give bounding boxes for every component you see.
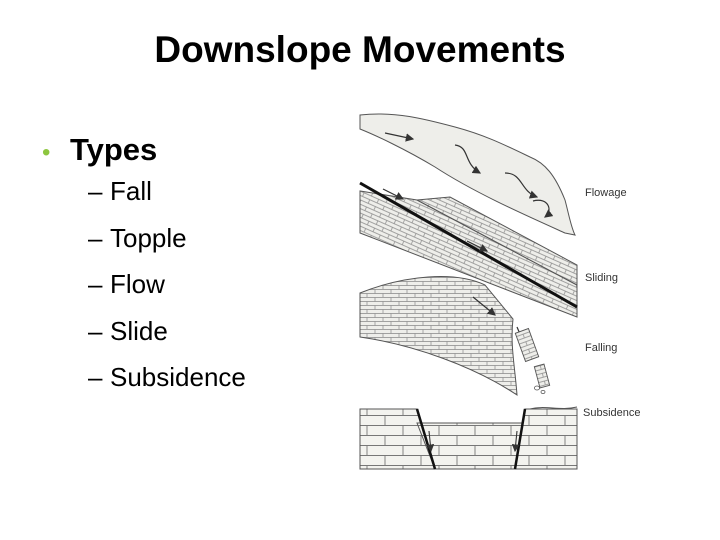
sub-item-flow: –Flow	[88, 269, 342, 316]
dash-icon: –	[88, 176, 103, 206]
sliding-diagram: Sliding	[359, 181, 618, 318]
sub-item-topple: –Topple	[88, 223, 342, 270]
sub-item-label: Topple	[110, 222, 187, 253]
dash-icon: –	[88, 222, 103, 253]
sub-item-subsidence: –Subsidence	[88, 362, 342, 409]
sub-item-label: Slide	[110, 315, 168, 346]
sliding-label: Sliding	[585, 272, 618, 284]
bullet-types: • Types	[42, 132, 342, 176]
flowage-diagram: Flowage	[359, 113, 627, 236]
dash-icon: –	[88, 269, 103, 299]
sub-item-fall: –Fall	[88, 176, 342, 223]
bullet-dot-icon: •	[42, 139, 51, 166]
falling-label: Falling	[585, 342, 617, 354]
dash-icon: –	[88, 362, 103, 392]
falling-diagram: Falling	[359, 276, 617, 396]
sub-item-label: Fall	[110, 176, 152, 206]
sub-list: –Fall –Topple –Flow –Slide –Subsidence	[88, 176, 342, 409]
dash-icon: –	[88, 315, 103, 346]
subsidence-diagram: Subsidence	[359, 406, 641, 470]
bullet-types-label: Types	[70, 132, 158, 167]
subsidence-label: Subsidence	[583, 407, 641, 419]
sub-item-slide: –Slide	[88, 316, 342, 363]
sub-item-label: Flow	[110, 269, 165, 299]
sub-item-label: Subsidence	[110, 362, 246, 392]
bullet-list: • Types –Fall –Topple –Flow –Slide –Subs…	[42, 132, 342, 409]
slide-title: Downslope Movements	[154, 29, 566, 70]
downslope-movements-illustration: Flowage Sliding Falling Subsidence	[359, 113, 641, 470]
flowage-label: Flowage	[585, 187, 627, 199]
